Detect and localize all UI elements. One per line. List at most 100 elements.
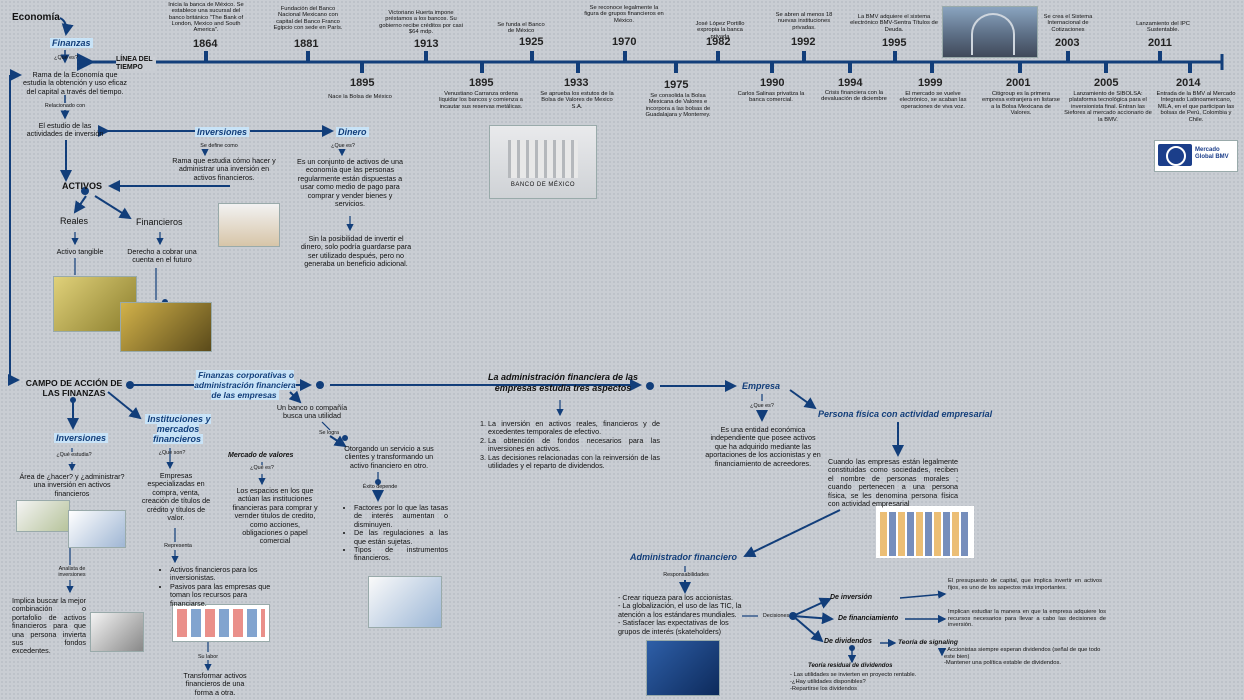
financieros-label: Financieros — [136, 217, 183, 227]
de-dividendos-heading: De dividendos — [824, 638, 872, 645]
timeline-tick — [1018, 62, 1022, 73]
empresa-text: Es una entidad económica independiente q… — [705, 425, 821, 468]
event-text: Se funda el Banco de México — [497, 22, 545, 35]
timeline-tick — [576, 62, 580, 73]
event-year: 2003 — [1055, 37, 1080, 49]
campo-inversiones-heading: Inversiones — [54, 433, 109, 443]
gold-bars-photo — [120, 302, 212, 352]
event-year: 1895 — [469, 77, 494, 89]
event-year: 1881 — [294, 38, 319, 50]
de-inversion-heading: De inversión — [830, 594, 873, 601]
empresa-heading: Empresa — [742, 381, 781, 391]
event-year: 1895 — [350, 77, 375, 89]
estudio-text: El estudio de las actividades de inversi… — [26, 121, 104, 139]
que-son-label: ¿Que son? — [158, 450, 186, 456]
timeline-tick — [424, 51, 428, 62]
banco-text: Un banco o compañía busca una utilidad — [276, 403, 348, 421]
signaling-text: - Accionistas siempre esperan dividendos… — [944, 647, 1101, 667]
timeline-tick — [930, 62, 934, 73]
event-text: La BMV adquiere el sistema electrónico B… — [850, 14, 938, 33]
event-year: 1925 — [519, 36, 544, 48]
inversiones-heading: Inversiones — [195, 127, 250, 137]
list-item: Factores por lo que las tasas de interés… — [354, 503, 448, 529]
que-es-label: ¿Que es? — [750, 403, 774, 409]
administrador-heading: Administrador financiero — [630, 552, 738, 562]
event-year: 1982 — [706, 36, 731, 48]
se-logra-label: Se logra — [318, 430, 340, 436]
banxico-label: BANCO DE MÉXICO — [510, 182, 576, 188]
timeline-tick — [204, 51, 208, 62]
teoria-residual-heading: Teoría residual de dividendos — [808, 663, 893, 669]
event-text: Lanzamiento de SIBOLSA: plataforma tecno… — [1064, 91, 1152, 123]
de-financiamiento-text: Implican estudiar la manera en que la em… — [948, 609, 1106, 629]
event-year: 1913 — [414, 38, 439, 50]
event-year: 1975 — [664, 79, 689, 91]
de-financiamiento-heading: De financiamiento — [838, 615, 899, 622]
event-year: 1995 — [882, 37, 907, 49]
bank-logos-photo — [172, 604, 270, 642]
event-text: Inicia la banca de México. Se establece … — [168, 2, 244, 34]
timeline-tick — [306, 51, 310, 62]
event-year: 1992 — [791, 36, 816, 48]
timeline-tick — [802, 51, 806, 62]
se-define-label: Se define como — [200, 143, 238, 149]
event-text: Se reconoce legalmente la figura de grup… — [584, 5, 664, 24]
residual-text: - Las utilidades se invierten en proyect… — [790, 672, 917, 692]
decisiones-label: Decisiones — [762, 613, 790, 619]
que-estudia-label: ¿Qué estudia? — [56, 452, 92, 458]
analista-text: Implica buscar la mejor combinación o po… — [12, 596, 86, 656]
event-text: Crisis financiera con la devaluación de … — [821, 90, 887, 103]
dinero-note: Sin la posibilidad de invertir el dinero… — [300, 234, 412, 269]
list-item: Las decisiones relacionadas con la reinv… — [488, 453, 660, 471]
instituciones-text: Empresas especializadas en compra, venta… — [141, 471, 211, 523]
timeline-label: LÍNEA DEL TIEMPO — [116, 56, 156, 72]
coins-photo — [218, 203, 280, 247]
reales-label: Reales — [60, 216, 89, 226]
transformar-text: Transformar activos financieros de una f… — [183, 671, 247, 697]
su-labor-label: Su labor — [197, 654, 219, 660]
instituciones-list: Activos financieros para los inversionis… — [160, 565, 272, 608]
representa-label: Representa — [164, 543, 192, 549]
event-text: Se abren al menos 18 nuevas institucione… — [775, 12, 833, 31]
mercado-heading: Mercado de valores — [228, 452, 294, 459]
event-text: Se aprueba los estutos de la Bolsa de Va… — [540, 91, 614, 110]
event-year: 2014 — [1176, 77, 1201, 89]
timeline-tick — [674, 62, 678, 73]
banco-de-mexico-photo: BANCO DE MÉXICO — [489, 125, 597, 199]
event-year: 2011 — [1148, 37, 1172, 49]
event-text: José López Portillo expropia la banca pr… — [695, 21, 745, 40]
event-year: 1999 — [918, 77, 943, 89]
event-text: Entrada de la BMV al Mercado Integrado L… — [1156, 91, 1236, 123]
timeline-tick — [623, 51, 627, 62]
de-inversion-text: El presupuesto de capital, que implica i… — [948, 578, 1102, 591]
finanzas-definition: Rama de la Economía que estudia la obten… — [23, 70, 127, 96]
exito-list: Factores por lo que las tasas de interés… — [344, 503, 448, 563]
timeline-tick — [530, 51, 534, 62]
timeline-tick — [480, 62, 484, 73]
list-item: Activos financieros para los inversionis… — [170, 565, 272, 583]
persona-text: Cuando las empresas están legalmente con… — [828, 457, 958, 509]
derecho-text: Derecho a cobrar una cuenta en el futuro — [127, 247, 197, 265]
timeline-tick — [848, 62, 852, 73]
timeline-tick — [1158, 51, 1162, 62]
list-item: La inversión en activos reales, financie… — [488, 419, 660, 437]
professionals-photo — [876, 506, 974, 558]
dinero-heading: Dinero — [336, 127, 369, 137]
timeline-tick — [770, 62, 774, 73]
event-year: 1990 — [760, 77, 785, 89]
relacionado-label: Relacionado con — [44, 103, 86, 109]
instituciones-heading: Instituciones y mercados financieros — [145, 414, 211, 444]
event-text: El mercado se vuelve electrónico, se aca… — [899, 91, 967, 110]
growth-chart-photo — [68, 510, 126, 548]
timeline-tick — [1066, 51, 1070, 62]
event-text: Se consolida la Bolsa Mexicana de Valore… — [645, 93, 711, 119]
event-text: Se crea el Sistema Internacional de Coti… — [1043, 14, 1093, 33]
event-year: 2005 — [1094, 77, 1119, 89]
timeline-tick — [893, 51, 897, 62]
list-item: De las regulaciones a las que están suje… — [354, 529, 448, 546]
que-es-label: ¿Qué es? — [54, 55, 78, 61]
financial-admin-photo — [646, 640, 720, 696]
charts-hand-photo — [368, 576, 442, 628]
event-year: 1970 — [612, 36, 637, 48]
que-es-label: ¿Qué es? — [250, 465, 274, 471]
